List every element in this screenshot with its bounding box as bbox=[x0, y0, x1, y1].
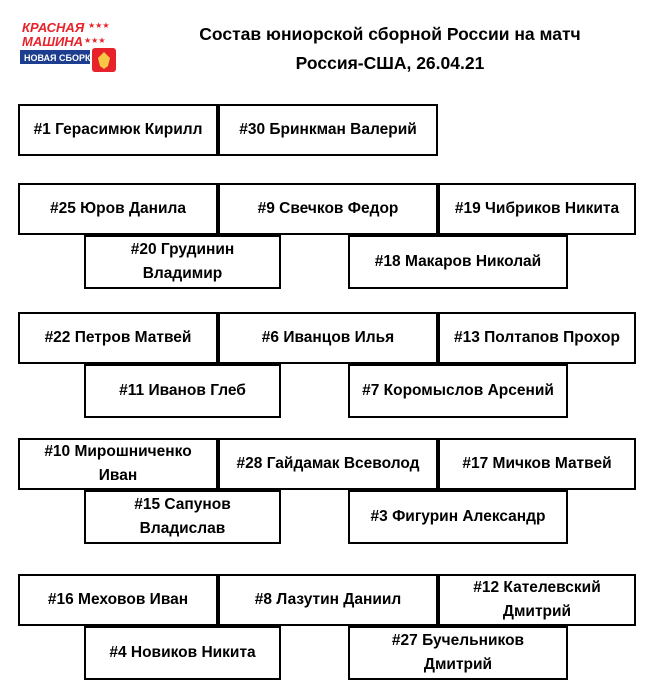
defense-box: #3 Фигурин Александр bbox=[348, 490, 568, 544]
player-name: #8 Лазутин Даниил bbox=[254, 591, 402, 608]
forward-box: #6 Иванцов Илья bbox=[218, 312, 438, 364]
goalie-box: #1 Герасимюк Кирилл bbox=[18, 104, 218, 156]
player-name: #10 Мирошниченко bbox=[44, 443, 192, 460]
logo-stars-icon: ★★★ bbox=[88, 21, 110, 30]
forward-box: #28 Гайдамак Всеволод bbox=[218, 438, 438, 490]
player-name: #30 Бринкман Валерий bbox=[239, 121, 417, 138]
page-title: Состав юниорской сборной России на матч … bbox=[150, 20, 630, 78]
defense-box: #7 Коромыслов Арсений bbox=[348, 364, 568, 418]
forward-box: #25 Юров Данила bbox=[18, 183, 218, 235]
forward-box: #13 Полтапов Прохор bbox=[438, 312, 636, 364]
player-name: #1 Герасимюк Кирилл bbox=[33, 121, 203, 138]
player-name: #28 Гайдамак Всеволод bbox=[236, 455, 420, 472]
logo-band bbox=[20, 50, 90, 64]
player-name: #12 Кателевский bbox=[473, 579, 601, 596]
player-name: #9 Свечков Федор bbox=[257, 200, 399, 217]
team-logo: КРАСНАЯ ★★★ МАШИНА ★★★ НОВАЯ СБОРКА bbox=[18, 18, 122, 76]
goalie-box: #30 Бринкман Валерий bbox=[218, 104, 438, 156]
krasnaya-mashina-logo-icon: КРАСНАЯ ★★★ МАШИНА ★★★ НОВАЯ СБОРКА bbox=[20, 20, 116, 72]
player-name: Дмитрий bbox=[502, 603, 572, 620]
player-name: Владимир bbox=[142, 265, 223, 282]
defense-box: #4 Новиков Никита bbox=[84, 626, 281, 680]
logo-line-3: НОВАЯ СБОРКА bbox=[24, 53, 97, 63]
player-name: #20 Грудинин bbox=[130, 241, 235, 258]
player-name: Владислав bbox=[139, 520, 226, 537]
player-name: #25 Юров Данила bbox=[50, 200, 186, 217]
forward-box: #22 Петров Матвей bbox=[18, 312, 218, 364]
player-name: #22 Петров Матвей bbox=[44, 329, 192, 346]
player-name: #6 Иванцов Илья bbox=[261, 329, 395, 346]
defense-box: #18 Макаров Николай bbox=[348, 235, 568, 289]
player-name: #19 Чибриков Никита bbox=[454, 200, 620, 217]
player-name: #4 Новиков Никита bbox=[109, 644, 256, 661]
player-name: #13 Полтапов Прохор bbox=[454, 329, 620, 346]
title-line-2: Россия-США, 26.04.21 bbox=[295, 53, 485, 73]
player-name: #7 Коромыслов Арсений bbox=[362, 382, 554, 399]
forward-box: #8 Лазутин Даниил bbox=[218, 574, 438, 626]
player-name: #15 Сапунов bbox=[134, 496, 231, 513]
player-name: #17 Мичков Матвей bbox=[462, 455, 612, 472]
forward-box: #19 Чибриков Никита bbox=[438, 183, 636, 235]
player-name: #11 Иванов Глеб bbox=[119, 382, 246, 399]
player-name: Дмитрий bbox=[423, 656, 493, 673]
player-name: Иван bbox=[98, 467, 138, 484]
logo-stars-icon: ★★★ bbox=[84, 36, 106, 45]
forward-box: #9 Свечков Федор bbox=[218, 183, 438, 235]
logo-line-2: МАШИНА bbox=[22, 34, 83, 49]
player-name: #3 Фигурин Александр bbox=[370, 508, 546, 525]
forward-box: #17 Мичков Матвей bbox=[438, 438, 636, 490]
player-name: #18 Макаров Николай bbox=[374, 253, 542, 270]
logo-line-1: КРАСНАЯ bbox=[22, 20, 85, 35]
eagle-icon bbox=[98, 52, 110, 69]
player-name: #16 Меховов Иван bbox=[47, 591, 189, 608]
player-name: #27 Бучельников bbox=[391, 632, 525, 649]
defense-box: #11 Иванов Глеб bbox=[84, 364, 281, 418]
title-line-1: Состав юниорской сборной России на матч bbox=[199, 24, 581, 44]
forward-box: #16 Меховов Иван bbox=[18, 574, 218, 626]
